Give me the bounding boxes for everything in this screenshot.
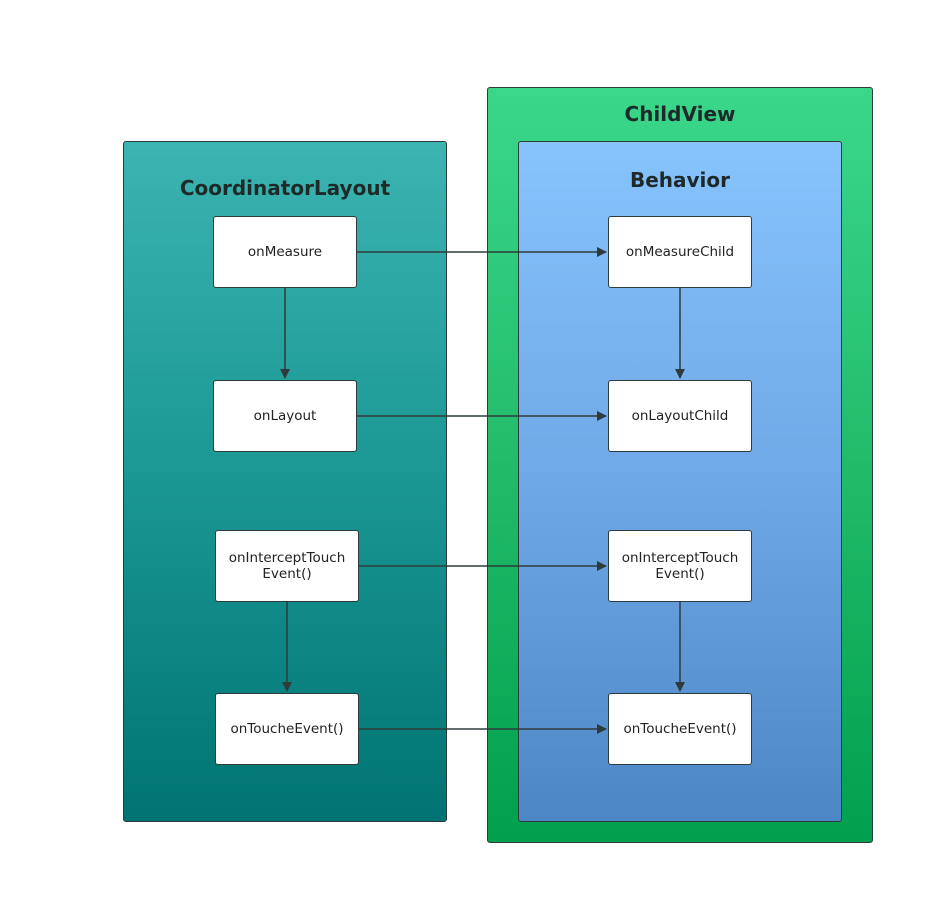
node-on-touche-event-label: onToucheEvent() [230,721,344,737]
node-on-measure: onMeasure [213,216,357,288]
node-behavior-on-intercept-label-line1: onInterceptTouch [621,550,739,566]
node-behavior-on-touche-event-label: onToucheEvent() [623,721,737,737]
node-behavior-on-intercept-touch-event: onInterceptTouch Event() [608,530,752,602]
node-on-intercept-label-line2: Event() [262,566,312,582]
behavior-title: Behavior [629,168,731,192]
node-on-touche-event: onToucheEvent() [215,693,359,765]
node-on-layout-child: onLayoutChild [608,380,752,452]
node-on-measure-label: onMeasure [247,244,323,260]
node-on-intercept-label-line1: onInterceptTouch [228,550,346,566]
node-on-layout: onLayout [213,380,357,452]
node-on-layout-child-label: onLayoutChild [631,408,729,424]
coordinator-layout-title: CoordinatorLayout [179,176,391,200]
node-on-layout-label: onLayout [253,408,317,424]
node-on-measure-child: onMeasureChild [608,216,752,288]
node-on-intercept-touch-event: onInterceptTouch Event() [215,530,359,602]
childview-title: ChildView [624,102,736,126]
node-behavior-on-intercept-label-line2: Event() [655,566,705,582]
node-behavior-on-touche-event: onToucheEvent() [608,693,752,765]
node-on-measure-child-label: onMeasureChild [625,244,735,260]
